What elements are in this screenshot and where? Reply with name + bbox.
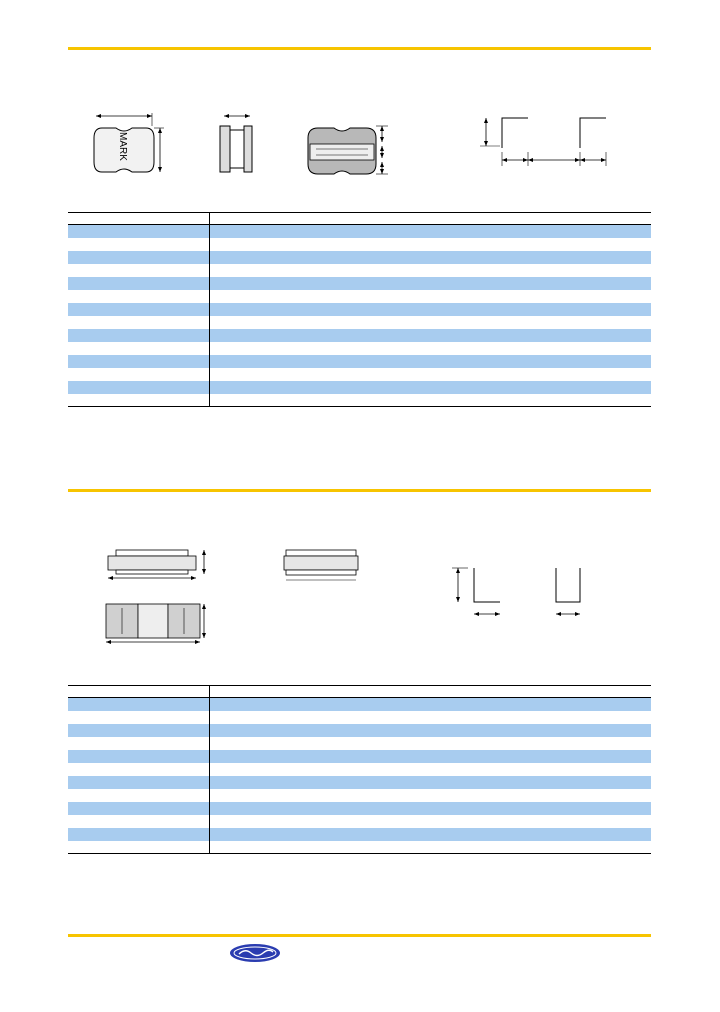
section2-top-rule bbox=[68, 489, 651, 492]
table-row bbox=[68, 302, 651, 316]
table-row bbox=[68, 380, 651, 394]
table-row bbox=[68, 814, 651, 828]
table-row bbox=[68, 749, 651, 763]
table-row bbox=[68, 762, 651, 776]
table-row bbox=[68, 341, 651, 355]
section1-drawing-svg: MARK bbox=[93, 113, 607, 175]
table-row bbox=[68, 276, 651, 290]
side-view bbox=[219, 114, 253, 173]
section2-spec-table bbox=[68, 685, 651, 854]
land-pattern-view-2 bbox=[452, 567, 581, 616]
table-row bbox=[68, 328, 651, 342]
table-row bbox=[68, 775, 651, 789]
table-row bbox=[68, 263, 651, 277]
sumida-logo bbox=[229, 943, 281, 968]
land-pattern-view bbox=[480, 117, 607, 166]
section1-dimension-drawing: MARK bbox=[80, 108, 620, 188]
table-row bbox=[68, 315, 651, 329]
table-row bbox=[68, 736, 651, 750]
table-row bbox=[68, 250, 651, 264]
table-row bbox=[68, 697, 651, 711]
table-row bbox=[68, 367, 651, 381]
table-header-row bbox=[68, 212, 651, 225]
table-row bbox=[68, 788, 651, 802]
table-row bbox=[68, 224, 651, 238]
footer-rule bbox=[68, 934, 651, 937]
logo-svg bbox=[230, 944, 280, 962]
side-view-2 bbox=[283, 549, 359, 581]
table-row bbox=[68, 289, 651, 303]
table-row bbox=[68, 354, 651, 368]
table-row bbox=[68, 710, 651, 724]
table-row bbox=[68, 840, 651, 854]
top-view: MARK bbox=[93, 113, 164, 173]
table-row bbox=[68, 393, 651, 407]
table-row bbox=[68, 237, 651, 251]
marking-label: MARK bbox=[117, 132, 128, 161]
section2-drawing-svg bbox=[105, 549, 581, 644]
table-row bbox=[68, 827, 651, 841]
table-row bbox=[68, 723, 651, 737]
table-row bbox=[68, 801, 651, 815]
section2-dimension-drawing bbox=[98, 546, 598, 646]
front-view bbox=[107, 549, 206, 580]
section1-top-rule bbox=[68, 47, 651, 50]
bottom-view-2 bbox=[105, 603, 206, 644]
section1-spec-table bbox=[68, 212, 651, 407]
table-header-row bbox=[68, 685, 651, 698]
bottom-view bbox=[307, 125, 388, 175]
